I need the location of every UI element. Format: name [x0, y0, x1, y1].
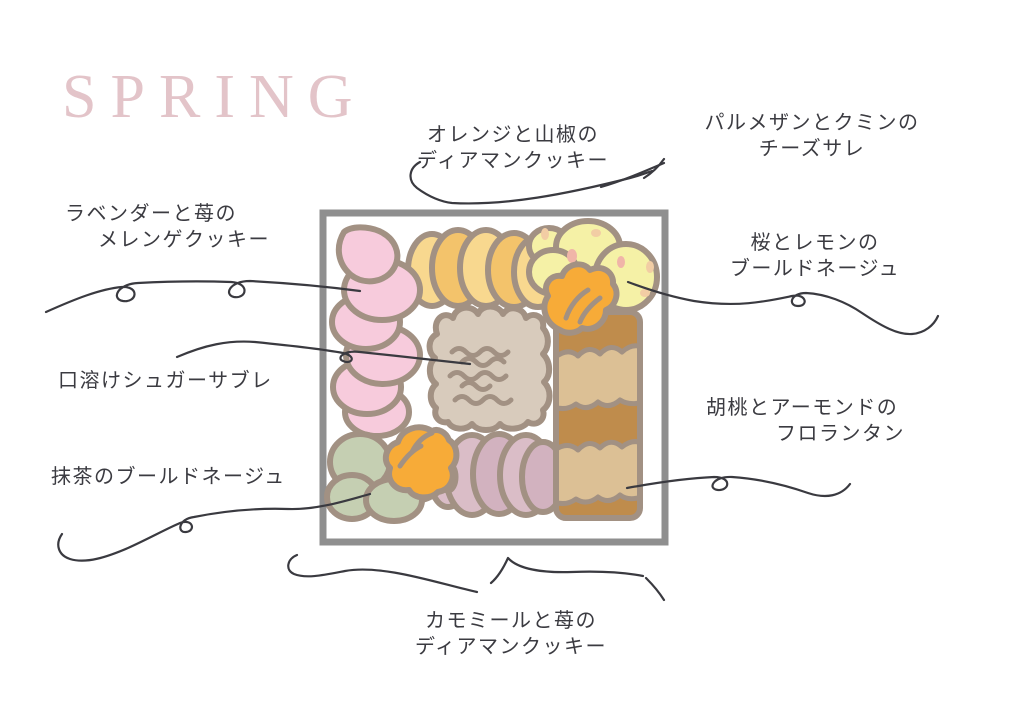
label-sugar-sable: 口溶けシュガーサブレ: [58, 368, 273, 394]
sugar-sable-cookie: [426, 303, 553, 433]
label-line: メレンゲクッキー: [98, 229, 270, 251]
label-line: 桜とレモンの: [750, 232, 880, 254]
label-line: フロランタン: [776, 423, 905, 445]
florentine-cookie: [553, 309, 643, 521]
pointer-line-lavender-meringue: [44, 279, 362, 314]
label-lavender-meringue: ラベンダーと苺の メレンゲクッキー: [65, 201, 270, 253]
label-walnut-florentine: 胡桃とアーモンドの フロランタン: [706, 395, 905, 447]
flourish-parmesan-cheese: [599, 161, 666, 189]
pointer-line-sugar-sable: [175, 340, 472, 366]
label-sakura-lemon-boule: 桜とレモンの ブールドネージュ: [715, 230, 915, 282]
label-line: ディアマンクッキー: [416, 150, 610, 172]
label-line: ディアマンクッキー: [414, 636, 608, 658]
pointer-lines: [44, 157, 940, 602]
label-line: オレンジと山椒の: [427, 124, 599, 146]
flourish-chamomile: [287, 553, 666, 602]
orange-flower-cookie-top: [541, 261, 620, 336]
label-parmesan-cheese-sale: パルメザンとクミンの チーズサレ: [702, 110, 922, 162]
label-line: 胡桃とアーモンドの: [706, 397, 899, 419]
label-line: パルメザンとクミンの: [704, 112, 920, 134]
label-line: 抹茶のブールドネージュ: [51, 466, 286, 488]
label-line: ラベンダーと苺の: [65, 203, 237, 225]
label-line: 口溶けシュガーサブレ: [58, 370, 273, 392]
label-line: ブールドネージュ: [729, 258, 901, 280]
pointer-line-florentine: [625, 475, 852, 498]
label-line: チーズサレ: [758, 138, 866, 160]
label-orange-sansho-diamant: オレンジと山椒の ディアマンクッキー: [408, 122, 618, 174]
label-chamomile-diamant: カモミールと苺の ディアマンクッキー: [408, 608, 614, 660]
label-matcha-boule: 抹茶のブールドネージュ: [51, 464, 286, 490]
label-line: カモミールと苺の: [425, 610, 597, 632]
pointer-line-matcha: [57, 492, 372, 562]
orange-flower-cookie-bottom: [382, 424, 460, 501]
pointer-line-sakura-lemon: [626, 280, 940, 336]
flourish-orange-sansho: [409, 157, 666, 205]
page-title: SPRING: [62, 63, 367, 131]
